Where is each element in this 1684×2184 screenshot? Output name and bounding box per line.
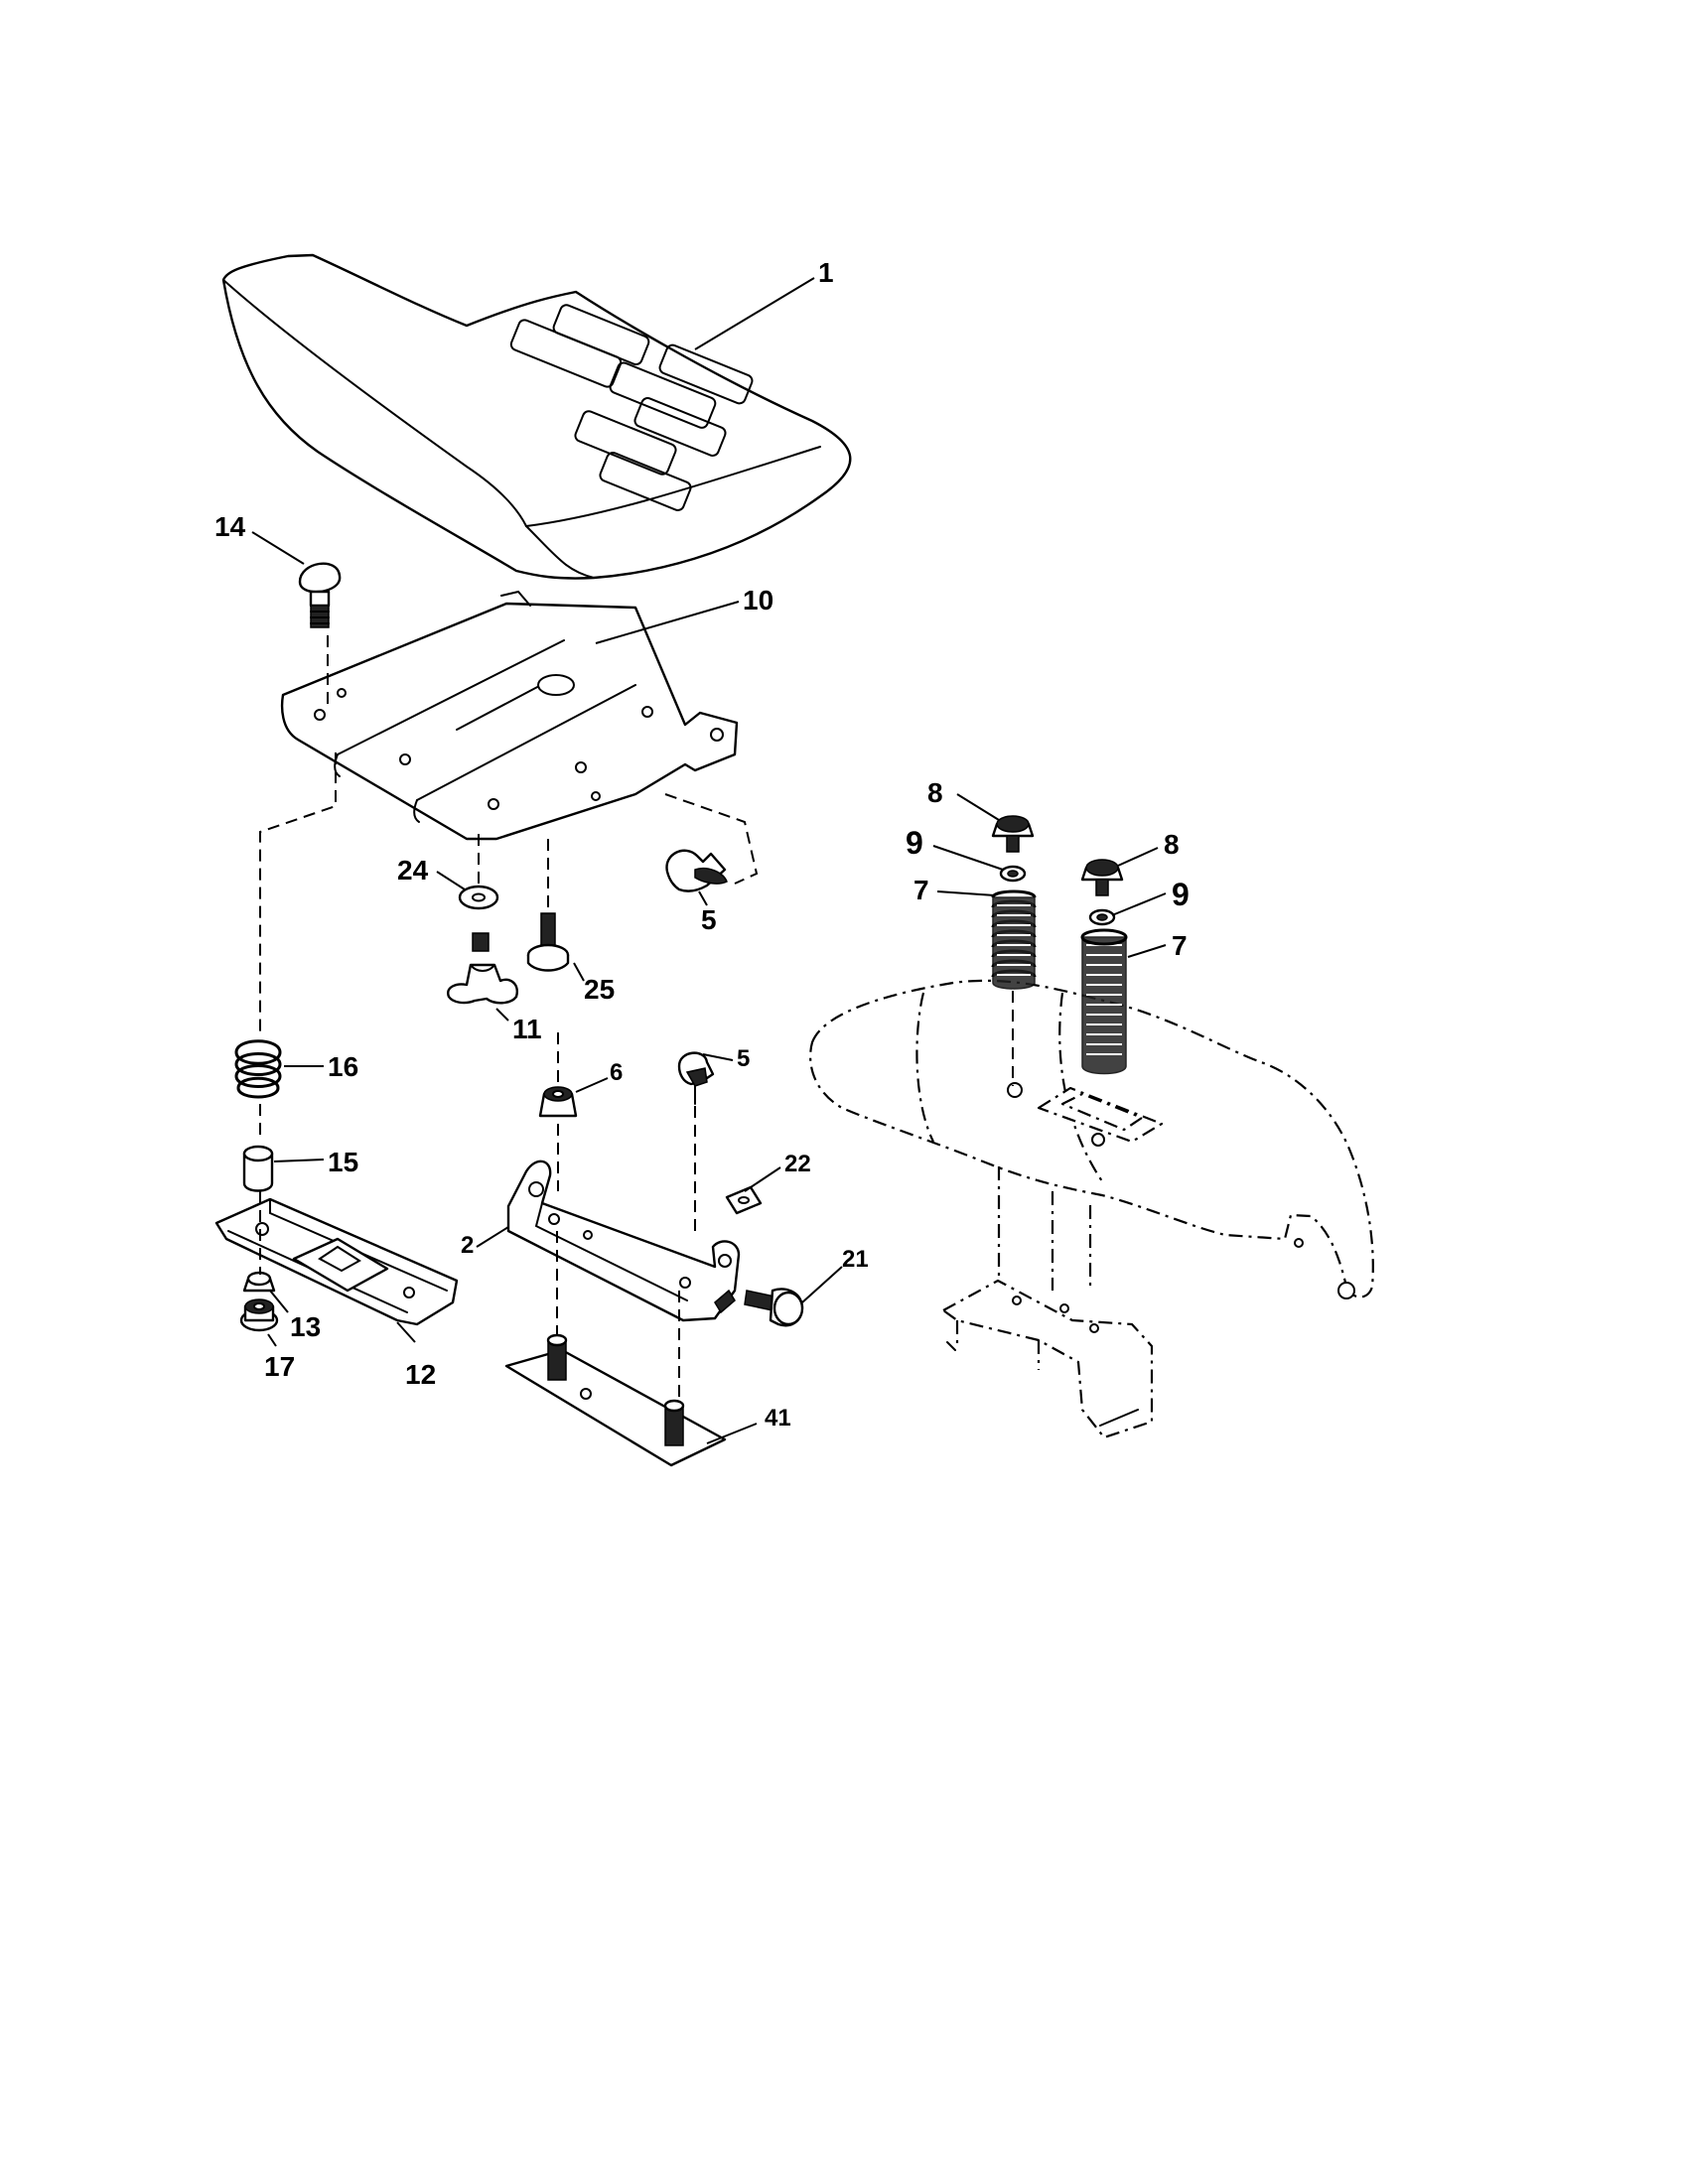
callout-7-right: 7 bbox=[1172, 930, 1188, 961]
lock-nut bbox=[725, 1185, 763, 1215]
callout-7-left: 7 bbox=[913, 875, 929, 905]
callout-9-left: 9 bbox=[906, 825, 923, 861]
callout-16: 16 bbox=[328, 1051, 358, 1082]
assembly-line bbox=[259, 752, 337, 1032]
assembly-line bbox=[556, 1231, 680, 1400]
seat-pan bbox=[280, 590, 739, 841]
callout-10: 10 bbox=[743, 585, 773, 615]
callout-5-upper: 5 bbox=[701, 904, 717, 935]
compression-spring bbox=[234, 1039, 282, 1099]
callout-41: 41 bbox=[765, 1405, 791, 1432]
seat-knob bbox=[664, 793, 759, 892]
flange-bolt-right bbox=[1080, 859, 1124, 896]
mounting-plate bbox=[504, 1333, 727, 1467]
hex-nut-6 bbox=[538, 1086, 578, 1118]
callout-22: 22 bbox=[784, 1151, 811, 1177]
callout-6: 6 bbox=[610, 1059, 623, 1086]
pivot-bolt bbox=[744, 1288, 804, 1327]
callout-9-right: 9 bbox=[1172, 877, 1190, 912]
callout-13: 13 bbox=[290, 1311, 321, 1342]
callout-11: 11 bbox=[512, 1014, 542, 1044]
stud bbox=[546, 1333, 568, 1381]
slide-bracket bbox=[214, 1197, 459, 1326]
hex-nut-13 bbox=[242, 1271, 276, 1293]
stud bbox=[663, 1399, 685, 1446]
callout-8-right: 8 bbox=[1164, 829, 1180, 860]
callout-1: 1 bbox=[818, 257, 834, 288]
callout-25: 25 bbox=[584, 974, 615, 1005]
washer bbox=[458, 885, 499, 910]
flange-nut bbox=[239, 1298, 279, 1332]
callout-14: 14 bbox=[214, 511, 246, 542]
callout-15: 15 bbox=[328, 1147, 358, 1177]
hinge-bracket bbox=[506, 1160, 741, 1322]
leader-lines bbox=[251, 277, 1167, 1444]
flange-bolt-left bbox=[991, 815, 1035, 853]
spring-left bbox=[991, 889, 1037, 990]
shoulder-bolt bbox=[526, 912, 570, 972]
callout-21: 21 bbox=[842, 1246, 869, 1273]
fender bbox=[809, 979, 1374, 1439]
carriage-bolt bbox=[298, 562, 342, 628]
callout-17: 17 bbox=[264, 1351, 295, 1382]
callout-12: 12 bbox=[405, 1359, 436, 1390]
washer-left bbox=[999, 865, 1027, 883]
spring-right bbox=[1080, 928, 1128, 1075]
washer-right bbox=[1088, 908, 1116, 926]
seat-knob-lower bbox=[677, 1051, 715, 1105]
callout-8-left: 8 bbox=[927, 777, 943, 808]
callout-2: 2 bbox=[461, 1232, 474, 1259]
wing-knob bbox=[447, 932, 518, 1005]
callout-24: 24 bbox=[397, 855, 429, 886]
callout-5-lower: 5 bbox=[737, 1045, 750, 1072]
seat-cushion bbox=[221, 253, 852, 580]
spacer bbox=[242, 1145, 274, 1192]
